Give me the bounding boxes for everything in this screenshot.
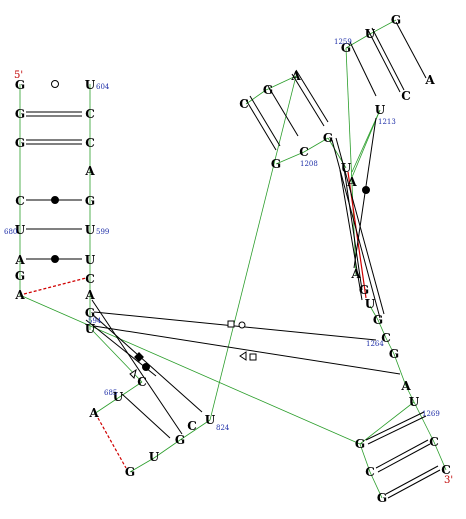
position-number: 1264	[366, 340, 384, 348]
nucleotide: C	[401, 89, 411, 103]
nucleotide: U	[85, 78, 96, 92]
position-number: 685	[104, 389, 117, 397]
nucleotide: A	[14, 253, 25, 267]
nucleotide: A	[346, 175, 357, 189]
position-number: 1259	[334, 38, 352, 46]
open-circle-symbol	[238, 321, 246, 329]
nucleotide: C	[381, 331, 391, 345]
nucleotide: U	[85, 223, 96, 237]
nucleotide: U	[205, 413, 216, 427]
nucleotide: U	[149, 450, 160, 464]
position-number: 599	[96, 228, 109, 236]
nucleotides: G G G C U A G A U C C A G U U C A G U C …	[14, 13, 450, 505]
nucleotide: A	[88, 406, 99, 420]
position-number: 680	[4, 228, 17, 236]
nucleotide: A	[14, 288, 25, 302]
position-number: 1213	[378, 118, 396, 126]
nucleotide: G	[359, 283, 369, 297]
filled-circle-symbol	[51, 255, 59, 263]
open-square-symbol	[227, 320, 235, 328]
nucleotide: C	[137, 375, 147, 389]
position-number: 594	[88, 317, 102, 325]
nucleotide: A	[400, 379, 411, 393]
nucleotide: G	[175, 433, 185, 447]
numbering: 604 599 680 594 685 824 1208 1259 1213 1…	[4, 38, 440, 432]
nucleotide: A	[290, 69, 301, 83]
nucleotide: U	[85, 322, 96, 336]
nucleotide: G	[15, 107, 25, 121]
three-prime-label: 3'	[444, 475, 453, 486]
nucleotide: C	[365, 465, 375, 479]
nucleotide: A	[84, 288, 95, 302]
nucleotide: U	[15, 223, 26, 237]
nucleotide: C	[441, 463, 451, 477]
nucleotide: G	[323, 131, 333, 145]
nucleotide: G	[341, 41, 351, 55]
nucleotide: C	[299, 145, 309, 159]
nucleotide: U	[375, 103, 386, 117]
nucleotide: G	[85, 194, 95, 208]
nucleotide: C	[15, 194, 25, 208]
nucleotide: U	[341, 161, 352, 175]
nucleotide: U	[113, 390, 124, 404]
nucleotide: G	[271, 157, 281, 171]
position-number: 604	[96, 83, 110, 91]
open-triangle-symbol	[239, 351, 247, 361]
nucleotide: G	[373, 313, 383, 327]
nucleotide: U	[409, 395, 420, 409]
filled-circle-symbol	[362, 186, 370, 194]
nucleotide: C	[187, 419, 197, 433]
position-number: 1208	[300, 160, 318, 168]
nucleotide: C	[85, 272, 95, 286]
filled-diamond-symbol	[134, 352, 144, 362]
nucleotide: U	[85, 253, 96, 267]
nucleotide: G	[15, 78, 25, 92]
nucleotide: A	[424, 73, 435, 87]
nucleotide: G	[263, 83, 273, 97]
nucleotide: C	[85, 136, 95, 150]
nucleotide: A	[350, 267, 361, 281]
nucleotide: G	[85, 306, 95, 320]
nucleotide: U	[365, 27, 376, 41]
filled-circle-symbol	[51, 196, 59, 204]
nucleotide: C	[85, 107, 95, 121]
five-prime-label: 5'	[14, 70, 23, 81]
open-circle-symbol	[51, 80, 59, 88]
open-square-symbol	[249, 353, 257, 361]
position-number: 1269	[422, 410, 440, 418]
nucleotide: C	[239, 97, 249, 111]
nucleotide: G	[377, 491, 387, 505]
nucleotide: G	[15, 269, 25, 283]
nucleotide: G	[15, 136, 25, 150]
filled-circle-symbol	[142, 363, 150, 371]
position-number: 824	[216, 424, 230, 432]
nucleotide: A	[84, 164, 95, 178]
interaction-symbols	[51, 80, 370, 379]
nucleotide: U	[365, 297, 376, 311]
nucleotide: C	[429, 435, 439, 449]
open-triangle-symbol	[129, 368, 137, 379]
nucleotide: G	[389, 347, 399, 361]
nucleotide: G	[391, 13, 401, 27]
nucleotide: G	[355, 437, 365, 451]
nucleotide: G	[125, 465, 135, 479]
backbone-lines	[19, 19, 447, 499]
